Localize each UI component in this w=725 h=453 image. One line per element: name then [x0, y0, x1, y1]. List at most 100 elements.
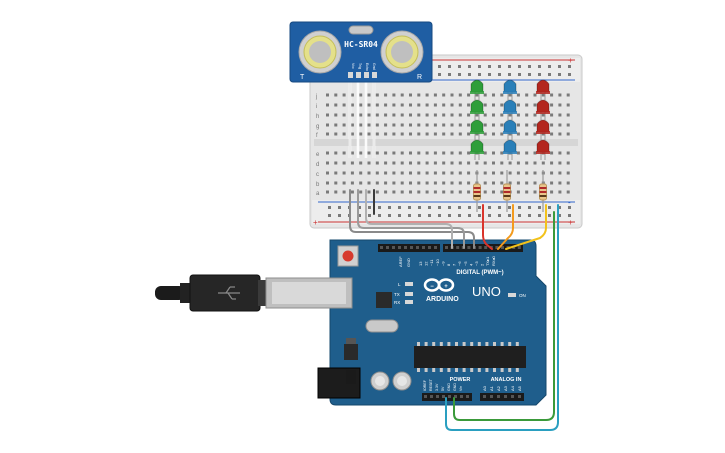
wire-green-gnd[interactable]: [453, 211, 555, 421]
arduino-brand-label: ARDUINO: [426, 296, 459, 303]
wire-sensor-vcc[interactable]: [349, 189, 475, 249]
sensor-pin-echo[interactable]: [364, 72, 369, 78]
led-column-red[interactable]: [536, 79, 550, 160]
led-red-2[interactable]: [536, 99, 550, 120]
wire-cyan-5v[interactable]: [445, 204, 559, 431]
power-pin-4: GND: [447, 383, 451, 391]
sensor-pin-trig[interactable]: [356, 72, 361, 78]
digital-pin-2: ~11: [429, 259, 434, 266]
power-label: POWER: [450, 377, 471, 383]
sensor-pin-gnd[interactable]: [372, 72, 377, 78]
rail-plus-label-bottom: +: [568, 218, 573, 227]
row-letter-e: e: [316, 152, 320, 158]
led-red-1[interactable]: [536, 79, 550, 100]
sensor-pin-trig-label: Trig: [358, 63, 362, 69]
digital-pin-0: 13: [418, 261, 423, 266]
analog-header[interactable]: [480, 393, 524, 401]
led-green-1[interactable]: [470, 79, 484, 100]
row-letter-d: d: [316, 162, 319, 168]
analog-pin-a2: A2: [496, 385, 501, 391]
wire-sensor-echo[interactable]: [365, 189, 453, 249]
led-array[interactable]: [470, 79, 550, 160]
led-blue-2[interactable]: [503, 99, 517, 120]
led-green-4[interactable]: [470, 139, 484, 160]
digital-pin-9: 4: [468, 263, 473, 266]
wire-yellow-led-signal[interactable]: [505, 204, 547, 250]
digital-pin-11: 2: [480, 263, 485, 266]
digital-header-left[interactable]: [378, 244, 440, 252]
analog-pin-a0: A0: [482, 385, 487, 391]
gnd-label-digital: GND: [406, 258, 411, 267]
svg-text:+: +: [444, 284, 448, 290]
power-pin-3: 5V: [441, 386, 445, 391]
icsp-header: [346, 370, 356, 384]
sensor-pin-vcc[interactable]: [348, 72, 353, 78]
sensor-model-label: HC-SR04: [344, 40, 378, 49]
on-indicator-led: [508, 293, 516, 297]
power-pin-5: GND: [453, 383, 457, 391]
wire-red-led-signal[interactable]: [482, 204, 493, 250]
resistors[interactable]: [473, 170, 547, 212]
wire-orange-led-signal[interactable]: [497, 204, 514, 250]
led-red-3[interactable]: [536, 119, 550, 140]
led-red-4[interactable]: [536, 139, 550, 160]
l-label: L: [398, 282, 401, 287]
wire-sensor-trig[interactable]: [357, 189, 465, 249]
power-pin-1: RESET: [429, 378, 433, 391]
digital-pin-6: 7: [452, 263, 457, 266]
rx-label: RX: [394, 300, 400, 305]
digital-pin-1: 12: [424, 261, 429, 266]
led-blue-3[interactable]: [503, 119, 517, 140]
row-letter-i: i: [316, 104, 317, 110]
led-column-blue[interactable]: [503, 79, 517, 160]
svg-text:−: −: [430, 284, 434, 290]
row-letter-f: f: [316, 133, 318, 139]
sensor-pin-echo-label: Echo: [365, 63, 369, 71]
wires[interactable]: [349, 189, 559, 431]
resistor-red[interactable]: [539, 170, 547, 212]
analog-pin-a1: A1: [489, 385, 494, 391]
row-letter-b: b: [316, 182, 320, 188]
sensor-pin-vcc-label: Vcc: [351, 63, 355, 69]
breadboard[interactable]: j i h g f e d c b a + + + + -: [309, 54, 583, 229]
digital-header-right[interactable]: [443, 244, 523, 252]
led-column-green[interactable]: [470, 79, 484, 160]
rail-plus-label-bottom-left: +: [313, 218, 318, 227]
tx-label: TX: [394, 292, 400, 297]
resistor-blue[interactable]: [503, 170, 511, 212]
led-tx-indicator: [405, 292, 413, 296]
sensor-t-mark: T: [300, 74, 305, 81]
sensor-pin-gnd-label: Gnd: [372, 63, 376, 70]
center-trench: [314, 139, 578, 146]
row-letter-h: h: [316, 114, 319, 120]
sensor-r-mark: R: [417, 74, 422, 81]
resistor-green[interactable]: [473, 170, 481, 212]
led-rx-indicator: [405, 300, 413, 304]
led-blue-1[interactable]: [503, 79, 517, 100]
analog-pin-a3: A3: [503, 385, 508, 391]
usb-icon: [218, 286, 240, 300]
usb-cable-strain-relief: [155, 286, 185, 300]
row-letter-c: c: [316, 172, 319, 178]
led-blue-4[interactable]: [503, 139, 517, 160]
rail-plus-label-top: +: [568, 56, 573, 65]
led-green-2[interactable]: [470, 99, 484, 120]
voltage-regulator: [344, 344, 358, 360]
digital-pwm-label: DIGITAL (PWM~): [456, 270, 503, 276]
digital-pin-12: TX▸1: [485, 256, 490, 266]
ultrasonic-sensor[interactable]: HC-SR04 T R Vcc Trig Echo Gnd: [289, 21, 433, 83]
digital-pin-7: ~6: [457, 261, 462, 266]
usb-cable[interactable]: [155, 274, 268, 312]
row-letter-j: j: [315, 94, 317, 100]
aref-label: AREF: [398, 256, 403, 267]
rail-minus-label-bottom: -: [568, 198, 571, 207]
digital-pin-13: RX◂0: [491, 255, 496, 266]
arduino-infinity-logo: [423, 278, 455, 292]
led-green-3[interactable]: [470, 119, 484, 140]
power-header[interactable]: [422, 393, 472, 401]
